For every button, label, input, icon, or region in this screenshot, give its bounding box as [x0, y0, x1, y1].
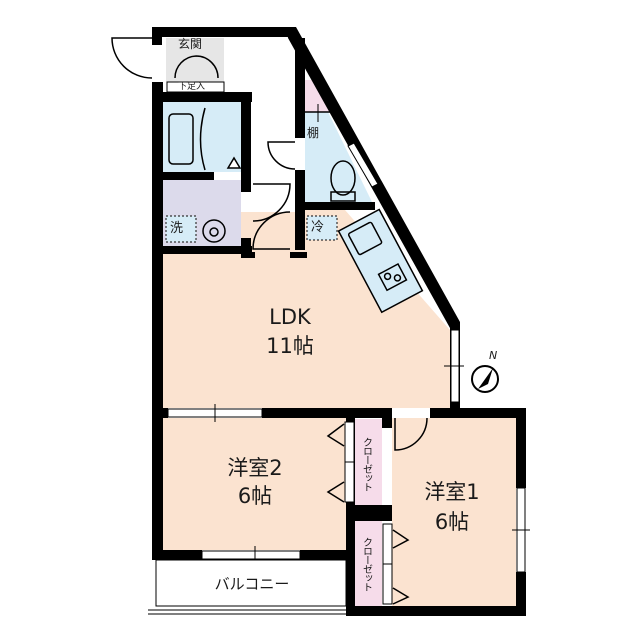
toilet-bowl [330, 160, 356, 196]
room2-name: 洋室2 [227, 456, 283, 480]
ldk-size: 11帖 [266, 334, 314, 358]
room2-size: 6帖 [237, 484, 273, 508]
walls [152, 27, 526, 616]
ldk-name: LDK [269, 305, 311, 329]
fridge-zone [306, 215, 338, 241]
balcony-rail [155, 559, 347, 607]
closet-b-label: クローゼット [360, 537, 372, 591]
room2-floor [163, 418, 346, 550]
shoe-box-label: 下足入 [178, 82, 206, 92]
closet-a-floor [355, 419, 382, 505]
entrance-label: 玄関 [178, 37, 203, 51]
laundry-label: 洗 [170, 221, 184, 236]
room1-name: 洋室1 [424, 480, 480, 504]
closet-door-panels [344, 421, 393, 605]
doors [111, 37, 428, 605]
shelf-floor [305, 80, 330, 112]
fixtures [148, 81, 424, 615]
compass-label: N [489, 349, 498, 362]
washbasin [202, 219, 226, 243]
toilet-tank [330, 191, 356, 202]
fridge-label: 冷 [311, 220, 325, 235]
room1-floor [392, 418, 516, 606]
bathtub [168, 113, 194, 165]
kitchen-counter [337, 208, 424, 314]
closet-b-floor [355, 521, 382, 606]
north-arrow-icon [471, 365, 499, 393]
balcony-label: バルコニー [214, 575, 290, 593]
front-door-swing [111, 37, 153, 79]
shelf-label: 棚 [307, 126, 320, 140]
closet-a-label: クローゼット [360, 437, 372, 491]
washer-zone [165, 215, 197, 243]
bath-floor [163, 102, 241, 172]
room1-size: 6帖 [434, 510, 470, 534]
windows [167, 142, 530, 573]
